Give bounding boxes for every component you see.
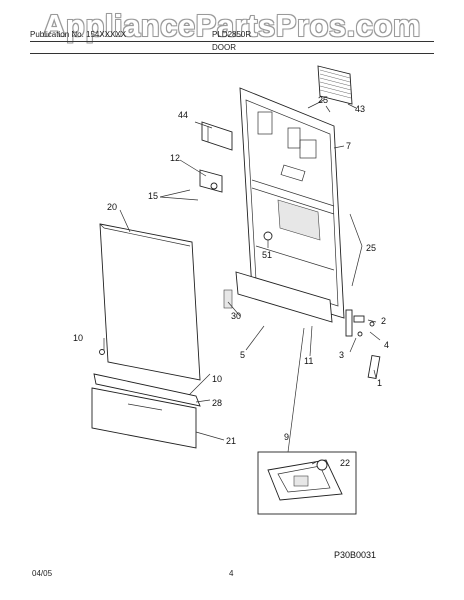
leader-lines xyxy=(103,99,381,465)
lower-panel xyxy=(91,387,197,449)
callout-22: 22 xyxy=(340,458,351,468)
callout-51: 51 xyxy=(262,250,273,260)
footer-date: 04/05 xyxy=(32,569,53,578)
callout-12: 12 xyxy=(170,153,181,163)
callout-25-right: 25 xyxy=(366,243,377,253)
callout-11: 11 xyxy=(304,356,314,366)
callout-10-lower: 10 xyxy=(212,374,223,384)
callout-15: 15 xyxy=(148,191,159,201)
header-rule-lower xyxy=(30,53,434,54)
callout-5: 5 xyxy=(240,350,246,360)
outer-door-panel xyxy=(99,223,201,381)
callout-43: 43 xyxy=(355,104,366,114)
vent-grille xyxy=(317,65,353,105)
callout-25-top: 25 xyxy=(318,95,329,105)
callout-28: 28 xyxy=(212,398,223,408)
callout-30: 30 xyxy=(231,311,242,321)
dispenser-cap xyxy=(263,231,273,241)
drawing-code: P30B0031 xyxy=(334,550,377,560)
dispenser-detail-box xyxy=(257,451,357,515)
callout-44: 44 xyxy=(178,110,189,120)
callout-7: 7 xyxy=(346,141,352,151)
inner-door-panel xyxy=(235,87,345,323)
callout-4: 4 xyxy=(384,340,390,350)
callout-9: 9 xyxy=(284,432,290,442)
bracket-part xyxy=(201,121,233,151)
switch-assembly xyxy=(199,169,223,193)
model-number: PLD2850R xyxy=(212,30,252,39)
callout-1: 1 xyxy=(377,378,383,388)
callout-20: 20 xyxy=(107,202,118,212)
header-rule xyxy=(30,41,434,42)
bottom-trim-strip xyxy=(93,373,201,407)
callout-2: 2 xyxy=(381,316,387,326)
callout-3: 3 xyxy=(339,350,345,360)
callout-21: 21 xyxy=(226,436,237,446)
footer-page-number: 4 xyxy=(229,569,234,578)
publication-number: Publication No. 154XXXXX xyxy=(30,30,127,39)
section-title: DOOR xyxy=(212,43,236,52)
watermark: AppliancePartsPros.com xyxy=(43,8,421,43)
callout-10-left: 10 xyxy=(73,333,84,343)
